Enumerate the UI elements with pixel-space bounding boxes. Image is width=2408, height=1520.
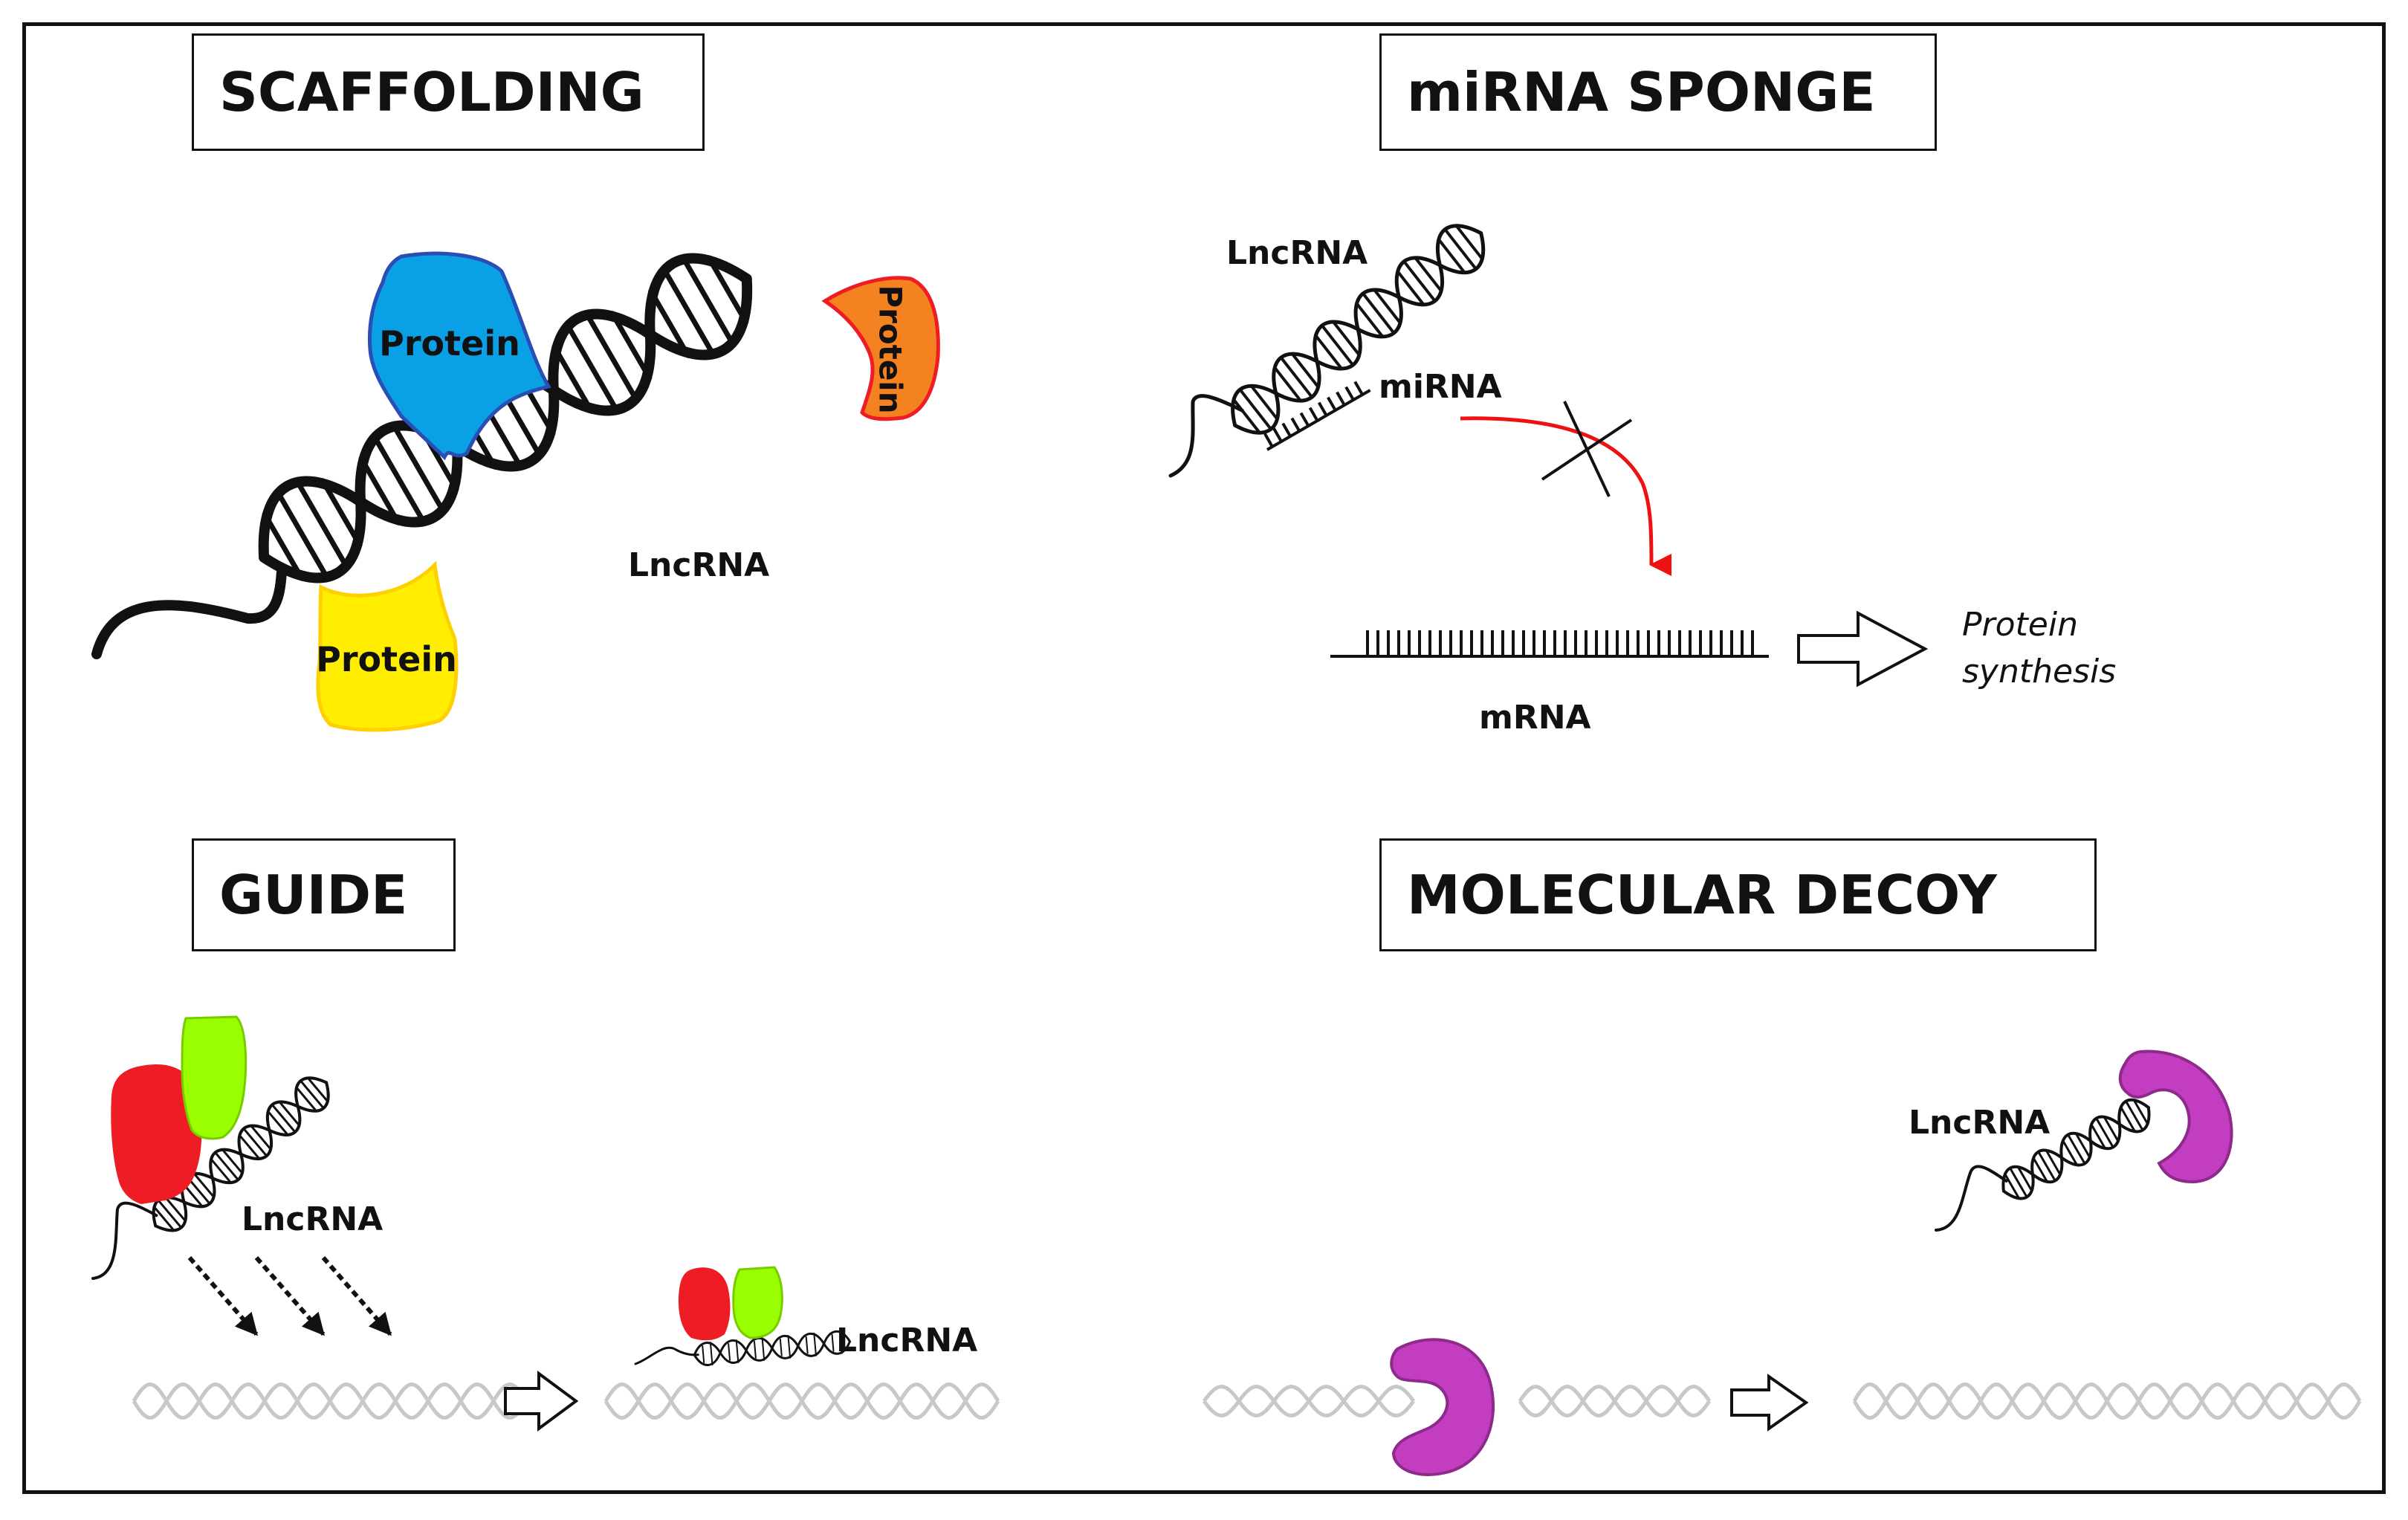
protein-yellow-shape (316, 560, 459, 732)
scaffold-lncrna-label: LncRNA (628, 546, 769, 584)
blocked-cross (1541, 401, 1633, 497)
guide-bound-protein-green (732, 1266, 783, 1339)
synthesis-hollow-arrow (1797, 610, 1929, 688)
molecular-decoy-title: MOLECULAR DECOY (1379, 838, 2097, 951)
molecular-decoy-panel: LncRNA (1202, 1050, 2362, 1476)
protein-yellow-label: Protein (316, 639, 457, 679)
protein-orange-label: Protein (873, 285, 909, 413)
sponge-lncrna-helix (1168, 224, 1486, 478)
guide-helix-tail (91, 1201, 158, 1280)
guide-lncrna-helix (91, 1076, 330, 1280)
scaffolding-title: SCAFFOLDING (192, 33, 705, 151)
protein-blue-label: Protein (379, 323, 520, 363)
mrna-label: mRNA (1479, 699, 1591, 737)
sponge-helix-tail (1168, 394, 1244, 478)
figure-frame (22, 22, 2386, 1494)
guide-panel: LncRNA LncRNA (91, 1015, 1000, 1432)
protein-orange-shape (821, 276, 940, 421)
scaffold-protein-blue: Protein (367, 251, 551, 461)
dna-strand-b (132, 1382, 528, 1420)
decoy-protein-free (1390, 1338, 1495, 1476)
guide-title: GUIDE (192, 838, 456, 951)
sponge-helix-strand-b (1233, 224, 1483, 435)
guide-target-dna-left (132, 1382, 528, 1420)
guide-bound-protein-red (678, 1267, 731, 1341)
guide-helix-strand-b (154, 1076, 328, 1232)
scaffold-helix-tail (91, 567, 287, 659)
decoy-lncrna-helix (1935, 1098, 2151, 1232)
guide-lncrna-label-left: LncRNA (242, 1200, 383, 1238)
guide-protein-red (111, 1064, 202, 1204)
guide-dotted-arrows (187, 1256, 392, 1336)
scaffold-protein-orange: Protein (821, 276, 940, 421)
mrna-strand (1330, 630, 1769, 658)
scaffolding-panel: Protein Protein Protein LncRNA (91, 251, 940, 732)
mrna-ticks (1366, 630, 1754, 656)
dna-strand-b (1518, 1385, 1712, 1417)
scaffold-helix-strand-b (259, 274, 753, 583)
decoy-protein-bound (2118, 1050, 2233, 1184)
decoy-dna-middle (1518, 1385, 1712, 1417)
guide-target-dna-right (603, 1382, 1000, 1420)
protein-synthesis-line1: Protein (1962, 606, 2078, 644)
decoy-hollow-arrow (1730, 1374, 1809, 1432)
protein-blue-shape (367, 251, 551, 461)
guide-lncrna-label-right: LncRNA (836, 1322, 977, 1359)
guide-bound-lncrna-helix (634, 1330, 851, 1366)
guide-helix-rungs (154, 1078, 328, 1230)
protein-synthesis-line2: synthesis (1962, 653, 2116, 691)
guide-hollow-arrow (504, 1371, 579, 1432)
mirna-sponge-panel: LncRNA miRNA mRNA Protein synthesis (1168, 224, 2116, 737)
decoy-dna-right (1852, 1382, 2362, 1420)
decoy-dna-left (1202, 1385, 1416, 1417)
dna-strand-b (1852, 1382, 2362, 1420)
scaffold-protein-yellow: Protein (316, 560, 459, 732)
inhibition-arrow (1460, 416, 1672, 576)
dna-strand-b (603, 1382, 1000, 1420)
decoy-lncrna-label: LncRNA (1909, 1104, 2050, 1142)
dna-strand-b (1202, 1385, 1416, 1417)
sponge-mirna-label: miRNA (1379, 368, 1502, 406)
sponge-lncrna-label: LncRNA (1226, 234, 1368, 272)
mirna-sponge-title: miRNA SPONGE (1379, 33, 1937, 151)
guide-protein-green (181, 1015, 247, 1140)
sponge-helix-rungs (1232, 224, 1484, 435)
sponge-mirna-strand (1263, 381, 1371, 451)
